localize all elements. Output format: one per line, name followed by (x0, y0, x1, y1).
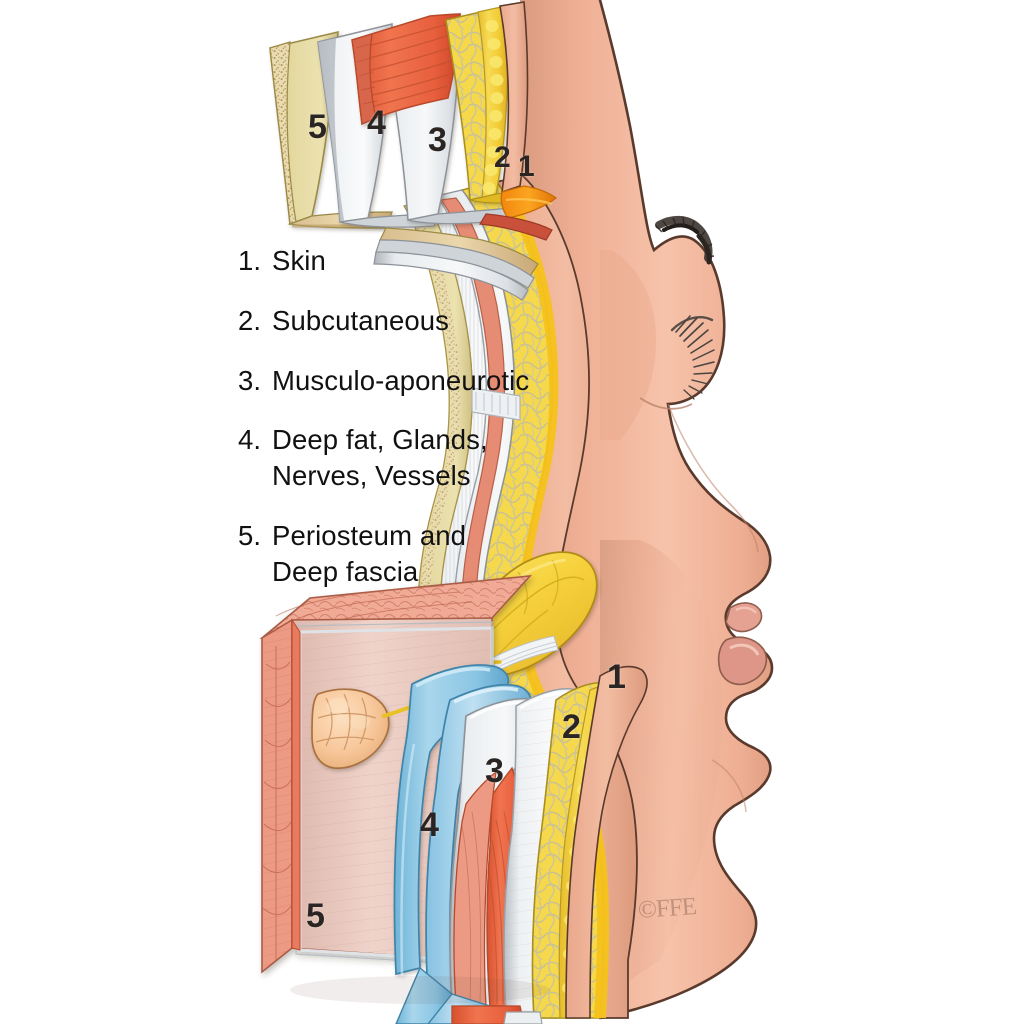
face-right-mask (600, 0, 1024, 1024)
chin-shading (711, 759, 747, 813)
block-bottom-extensions (395, 966, 543, 1024)
flap-1-skin (499, 1, 529, 194)
nose-shading (667, 403, 759, 553)
eyelashes-icon (670, 315, 715, 400)
zygoma-gap-fibers (475, 392, 517, 416)
legend-number-3: 3. (238, 364, 262, 396)
legend-item-5: 5. Periosteum and Deep fascia (238, 518, 568, 590)
temple-shading (600, 250, 656, 440)
block-1-skin (565, 665, 648, 1019)
legend-label-5: Periosteum and Deep fascia (272, 519, 467, 587)
flap-cut-muscle-strip (478, 213, 553, 241)
callout-bottom-2: 2 (562, 708, 581, 746)
fat-lobules (482, 20, 504, 194)
band-bone-speckle (406, 204, 461, 612)
callout-top-3: 3 (428, 121, 447, 159)
callout-bottom-3: 3 (485, 752, 504, 790)
callout-bottom-4: 4 (420, 806, 439, 844)
legend-number-2: 2. (238, 304, 262, 336)
callout-top-2: 2 (494, 141, 511, 174)
lower-lip-highlight (729, 643, 760, 656)
callout-bottom-5: 5 (306, 897, 325, 935)
legend-number-5: 5. (238, 519, 262, 551)
legend-item-4: 4. Deep fat, Glands, Nerves, Vessels (238, 422, 568, 494)
legend-item-2: 2. Subcutaneous (238, 303, 568, 339)
block-ground-shadow (290, 976, 550, 1004)
parotid-gland (311, 688, 390, 769)
legend-label-1: Skin (272, 245, 326, 276)
block-left-texture (262, 646, 292, 960)
top-flaps-group (269, 1, 558, 301)
lower-lid-crease (639, 397, 693, 410)
fat-pad-fiber-tuft (491, 635, 559, 673)
copyright-watermark: ©FFE (637, 893, 697, 924)
legend-label-3: Musculo-aponeurotic (272, 364, 530, 396)
legend-item-1: 1. Skin (238, 243, 568, 279)
eyebrow-icon (655, 215, 715, 265)
layer-legend: 1. Skin 2. Subcutaneous 3. Musculo-apone… (238, 243, 568, 589)
legend-number-4: 4. (238, 424, 262, 456)
upper-lip-highlight (735, 606, 757, 614)
orange-cut-edge (500, 185, 558, 219)
flap-understack (373, 227, 539, 301)
legend-number-1: 1. (238, 245, 262, 276)
block-4-deep-fat (393, 664, 532, 999)
callout-top-4: 4 (367, 104, 386, 142)
legend-label-2: Subcutaneous (272, 304, 450, 336)
lower-block-group (259, 574, 648, 1024)
callout-top-1: 1 (518, 150, 535, 183)
callout-bottom-1: 1 (607, 658, 626, 696)
callout-top-5: 5 (308, 108, 327, 146)
legend-label-4: Deep fat, Glands, Nerves, Vessels (272, 424, 488, 491)
flap-3-musculo-aponeurotic (351, 13, 511, 225)
legend-item-3: 3. Musculo-aponeurotic (238, 363, 568, 399)
